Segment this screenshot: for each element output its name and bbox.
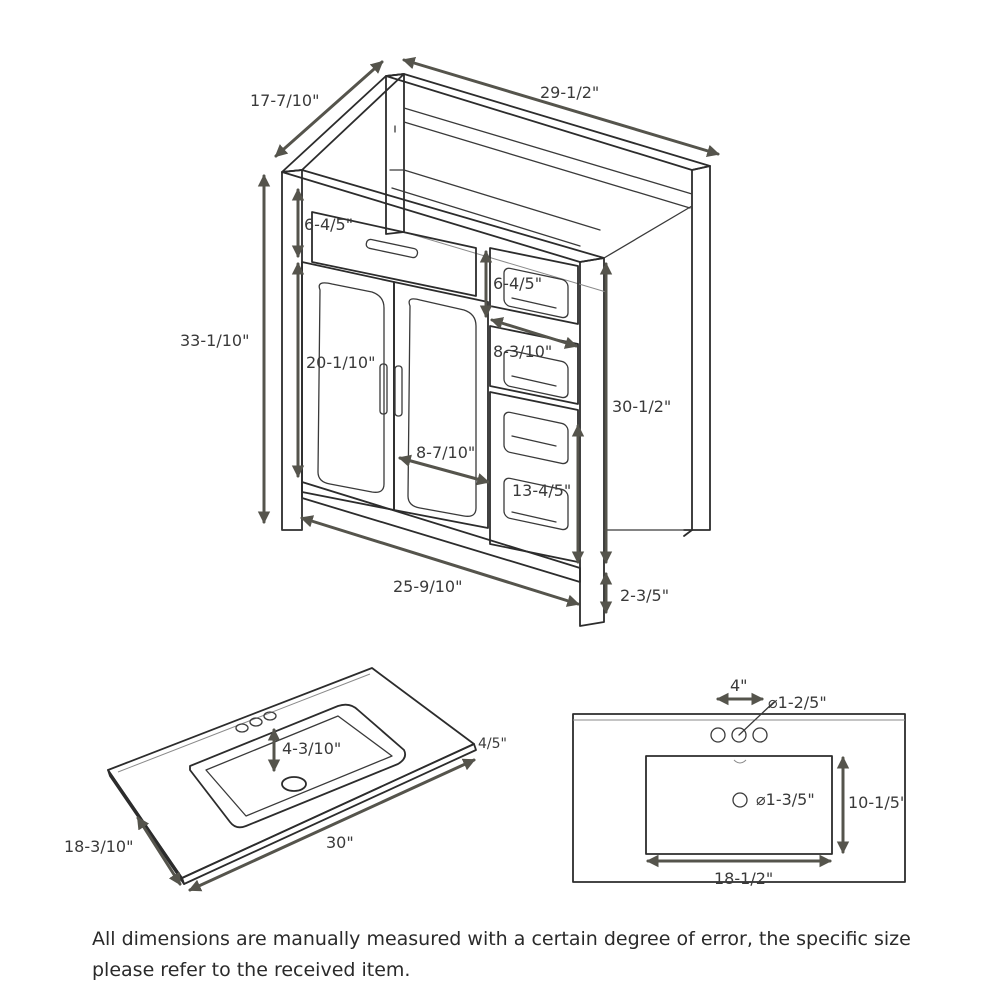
cabinet-dimensions <box>257 57 720 614</box>
sink-perspective-drawing <box>107 667 477 885</box>
front-right-post <box>579 257 605 627</box>
thickness-label: 4/5" <box>478 736 507 752</box>
drain-hole-label: ⌀1-3/5" <box>756 790 815 809</box>
back-right-post <box>691 165 711 531</box>
disclaimer-note: All dimensions are manually measured wit… <box>92 928 911 981</box>
countertop-top-face <box>107 667 475 879</box>
faucet-hole-center <box>731 727 747 743</box>
inner-height-label: 30-1/2" <box>612 397 671 416</box>
basin-depth-top-label: 10-1/5" <box>848 793 907 812</box>
basin-width-top-label: 18-1/2" <box>714 869 773 888</box>
drain-hole-top <box>732 792 748 808</box>
sink-depth-label: 18-3/10" <box>64 837 133 856</box>
faucet-hole-left <box>710 727 726 743</box>
top-width-label: 29-1/2" <box>540 83 599 102</box>
sink-top-view-labels: 4" ⌀1-2/5" ⌀1-3/5" 10-1/5" 18-1/2" <box>714 676 907 888</box>
faucet-spacing-label: 4" <box>730 676 748 695</box>
sink-top-view-dimensions <box>646 692 850 868</box>
total-height-label: 33-1/10" <box>180 331 249 350</box>
depth-label: 17-7/10" <box>250 91 319 110</box>
basin-top-view <box>645 755 833 855</box>
door-height-label: 20-1/10" <box>306 353 375 372</box>
sink-perspective-dimensions <box>136 728 476 892</box>
drain-hole <box>281 776 307 792</box>
basin-depth-label: 4-3/10" <box>282 739 341 758</box>
faucet-hole-left <box>235 723 249 733</box>
countertop-front-face <box>181 743 477 885</box>
leg-height-label: 2-3/5" <box>620 586 669 605</box>
cabinet-labels: 17-7/10" 29-1/2" 33-1/10" 6-4/5" 6-4/5" … <box>180 83 671 605</box>
small-drawer-2 <box>489 325 579 405</box>
basin-outline <box>189 703 407 829</box>
sink-width-label: 30" <box>326 833 354 852</box>
countertop-left-face <box>107 769 185 885</box>
small-drawer-width-label: 8-3/10" <box>493 342 552 361</box>
countertop-top-view <box>572 713 906 883</box>
door-width-label: 8-7/10" <box>416 443 475 462</box>
bottom-drawer-height-label: 13-4/5" <box>512 481 571 500</box>
faucet-hole-right <box>752 727 768 743</box>
top-drawer-front <box>311 211 477 297</box>
faucet-hole-right <box>263 711 277 721</box>
top-drawer-height-label: 6-4/5" <box>304 215 353 234</box>
back-left-post <box>385 73 405 235</box>
sink-top-view-drawing <box>572 701 906 883</box>
base-width-label: 25-9/10" <box>393 577 462 596</box>
faucet-hole-center <box>249 717 263 727</box>
faucet-hole-label: ⌀1-2/5" <box>768 693 827 712</box>
sink-perspective-labels: 4-3/10" 4/5" 30" 18-3/10" <box>64 736 507 856</box>
small-drawer-height-label: 6-4/5" <box>493 274 542 293</box>
